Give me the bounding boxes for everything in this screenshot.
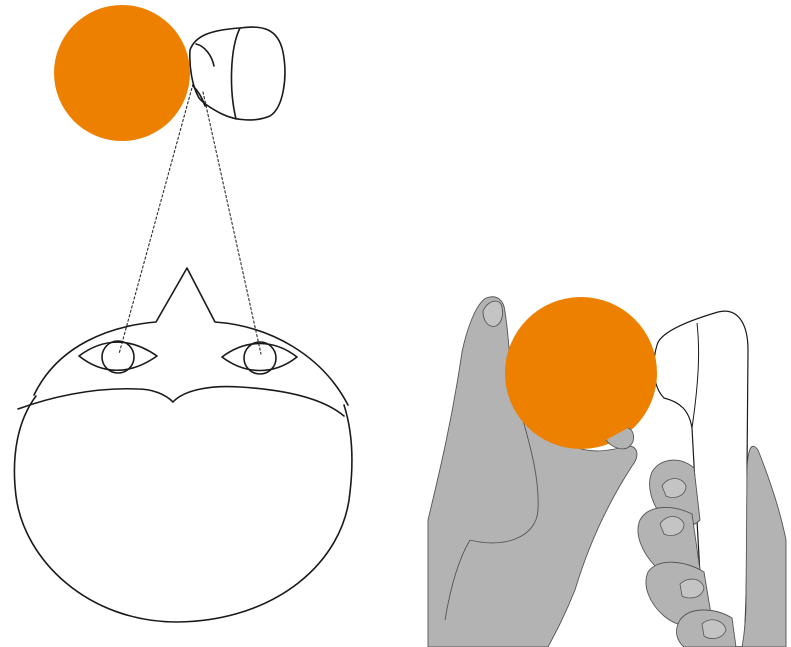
handheld-device-icon bbox=[190, 27, 285, 120]
left-diagram bbox=[14, 5, 352, 622]
nail-right-2 bbox=[660, 517, 684, 536]
orange-disc-icon bbox=[54, 5, 190, 141]
head-top-view-icon bbox=[14, 268, 352, 622]
hand-right bbox=[742, 446, 786, 647]
eye-right bbox=[222, 342, 297, 374]
right-diagram bbox=[428, 297, 786, 647]
nail-right-1 bbox=[662, 479, 686, 498]
eye-left bbox=[79, 341, 157, 373]
orange-disc-icon-held bbox=[505, 297, 657, 449]
